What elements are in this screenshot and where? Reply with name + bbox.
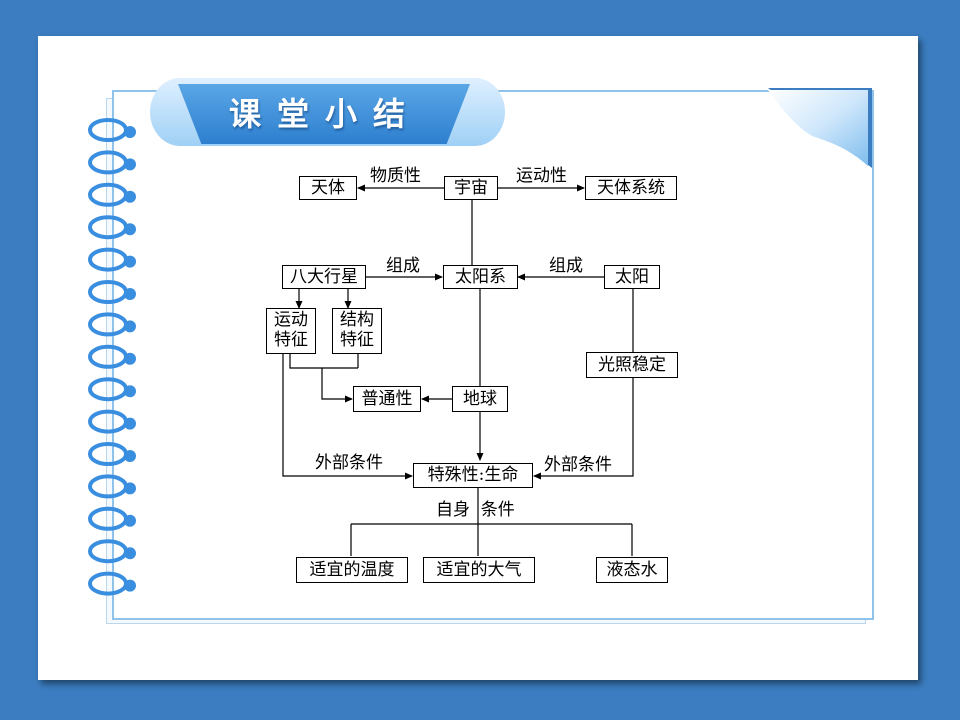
label-waibu-right: 外部条件 [544,455,612,475]
spiral-ring-icon [88,215,136,240]
node-diqiu: 地球 [452,386,508,412]
spiral-ring-icon [88,571,136,596]
node-yetai-shui: 液态水 [596,557,668,583]
spiral-ring-icon [88,247,136,272]
label-wuzhixing: 物质性 [370,166,421,186]
spiral-ring-icon [88,182,136,207]
spiral-ring-icon [88,506,136,531]
node-bada-xingxing: 八大行星 [282,265,366,289]
edge-yundong-teshuxing [282,354,413,480]
spiral-ring-icon [88,150,136,175]
node-yundong-line1: 运动 [274,310,308,330]
spiral-ring-icon [88,118,136,142]
spiral-ring-icon [88,280,136,304]
label-zucheng-right: 组成 [549,256,583,276]
node-jiegou-line1: 结构 [340,310,374,330]
spiral-ring-icon [88,377,136,402]
label-zucheng-left: 组成 [386,256,420,276]
node-tianti-xitong: 天体系统 [585,176,677,200]
label-zishen-tiaojian: 自身 条件 [436,500,515,520]
node-guangzhao-wending: 光照稳定 [586,352,678,378]
node-tianti: 天体 [299,176,357,200]
spiral-ring-icon [88,344,136,369]
node-shiyi-daqi: 适宜的大气 [423,557,535,583]
node-shiyi-wendu: 适宜的温度 [296,557,408,583]
node-yuzhou: 宇宙 [444,176,498,200]
spiral-binding [88,118,136,596]
node-teshuxing-shengming: 特殊性:生命 [413,463,533,488]
title-banner [178,84,470,144]
spiral-ring-icon [88,539,136,564]
node-jiegou-tezheng: 结构 特征 [332,308,382,354]
node-taiyang: 太阳 [604,265,660,289]
node-yundong-line2: 特征 [274,330,308,350]
edge-tezheng-putongxing [289,354,358,399]
node-jiegou-line2: 特征 [340,330,374,350]
page-title: 课堂小结 [228,95,421,133]
page-curl-icon [768,88,872,168]
spiral-ring-icon [88,409,136,434]
spiral-ring-icon [88,312,136,337]
label-waibu-left: 外部条件 [315,453,383,473]
spiral-ring-icon [88,442,136,466]
spiral-ring-icon [88,474,136,499]
label-yundongxing: 运动性 [516,166,567,186]
node-putongxing: 普通性 [353,386,421,412]
edge-guangzhao-teshuxing [533,378,634,480]
node-taiyangxi: 太阳系 [443,265,518,289]
node-yundong-tezheng: 运动 特征 [266,308,316,354]
